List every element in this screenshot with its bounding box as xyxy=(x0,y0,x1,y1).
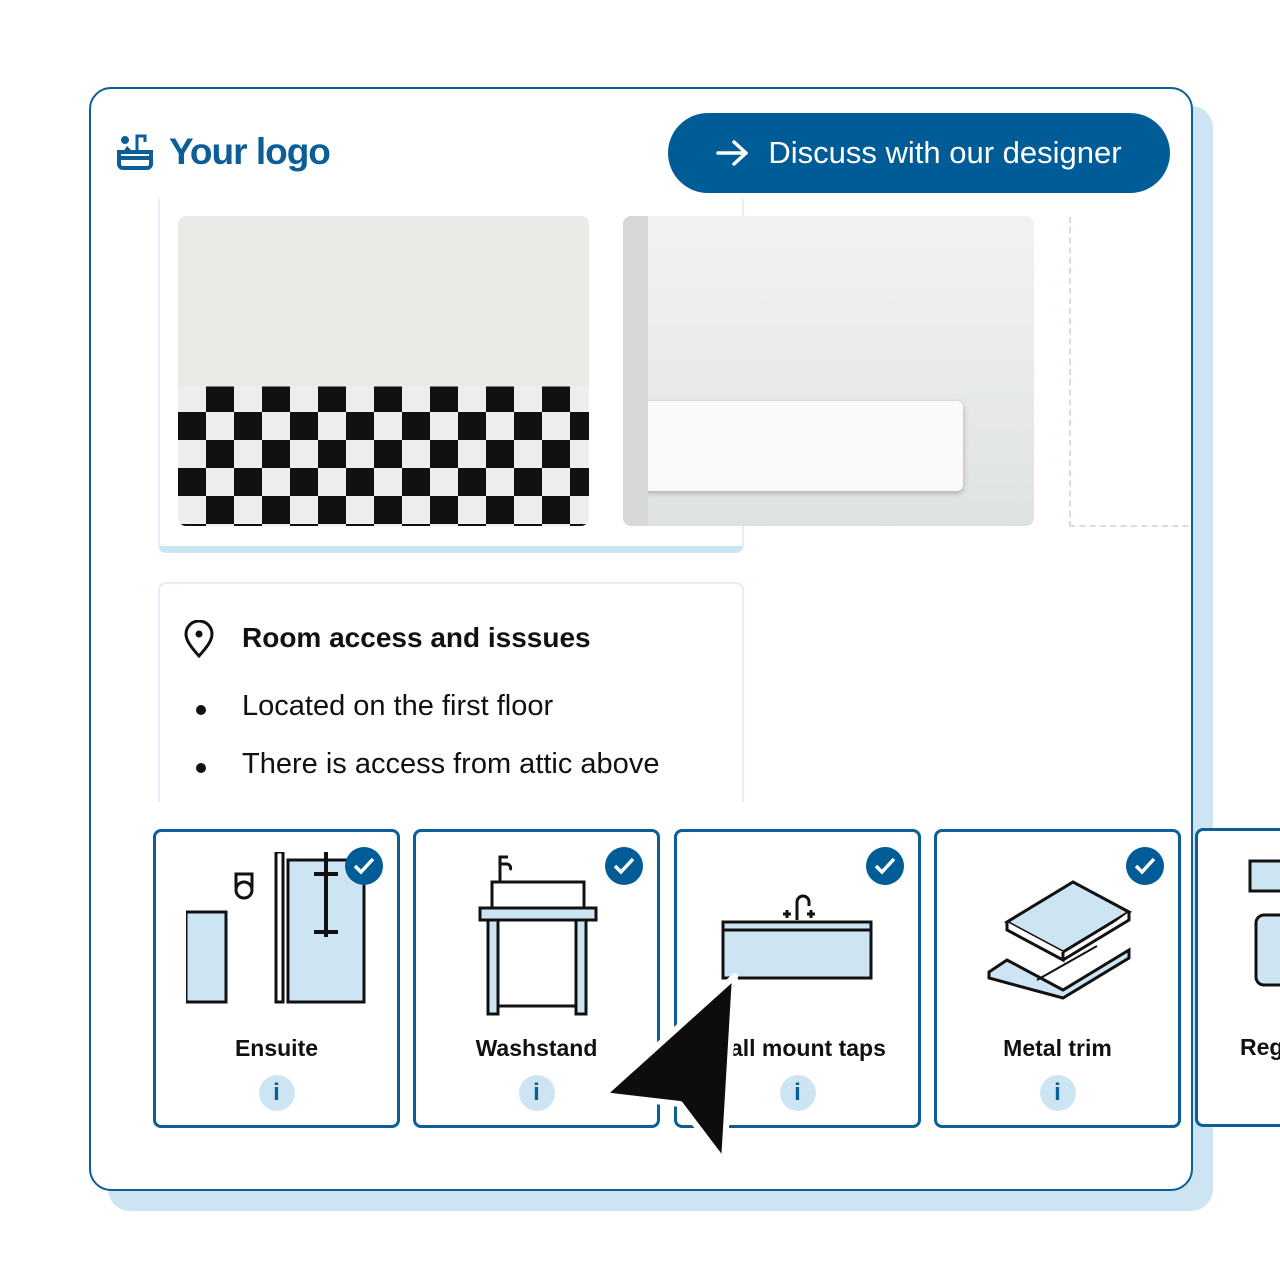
option-label: Reg xyxy=(1240,1034,1280,1060)
info-button[interactable]: i xyxy=(258,1075,295,1111)
radiator-icon xyxy=(1248,859,1280,987)
metal-trim-icon xyxy=(987,880,1133,1000)
arrow-right-icon xyxy=(716,140,749,166)
option-tile-ensuite[interactable]: Ensuite i xyxy=(153,829,400,1128)
option-label: Wall mount taps xyxy=(709,1035,886,1061)
ensuite-icon xyxy=(186,852,366,1004)
option-label: Ensuite xyxy=(234,1035,319,1061)
selected-check-icon xyxy=(866,847,904,885)
photo-placeholder[interactable] xyxy=(1069,217,1191,527)
wall-mount-taps-icon xyxy=(721,894,873,980)
discuss-with-designer-button[interactable]: Discuss with our designer xyxy=(668,113,1170,193)
list-item: Located on the first floor xyxy=(195,690,554,722)
info-button[interactable]: i xyxy=(518,1075,555,1111)
washstand-icon xyxy=(478,855,598,1016)
logo-text: Your logo xyxy=(169,131,331,172)
list-item: There is access from attic above xyxy=(195,748,660,780)
bath-icon xyxy=(117,134,153,170)
selected-check-icon xyxy=(345,847,383,885)
option-tile-metal-trim[interactable]: Metal trim i xyxy=(934,829,1181,1128)
info-button[interactable]: i xyxy=(1039,1075,1076,1111)
logo: Your logo xyxy=(115,131,331,173)
map-pin-icon xyxy=(184,620,214,658)
cta-label: Discuss with our designer xyxy=(768,135,1122,170)
option-label: Metal trim xyxy=(1003,1035,1112,1061)
room-access-title: Room access and isssues xyxy=(242,622,591,653)
selected-check-icon xyxy=(1126,847,1164,885)
option-label: Washstand xyxy=(475,1035,598,1061)
configurator-card: Your logo Discuss with our designer Room… xyxy=(89,87,1193,1191)
room-access-card: Room access and isssues Located on the f… xyxy=(158,582,744,802)
selected-check-icon xyxy=(605,847,643,885)
option-tile-partial[interactable]: Reg xyxy=(1195,828,1280,1127)
bathroom-photo-toilet[interactable] xyxy=(178,216,589,526)
info-button[interactable]: i xyxy=(779,1075,816,1111)
bathroom-photo-bathtub[interactable] xyxy=(623,216,1034,526)
